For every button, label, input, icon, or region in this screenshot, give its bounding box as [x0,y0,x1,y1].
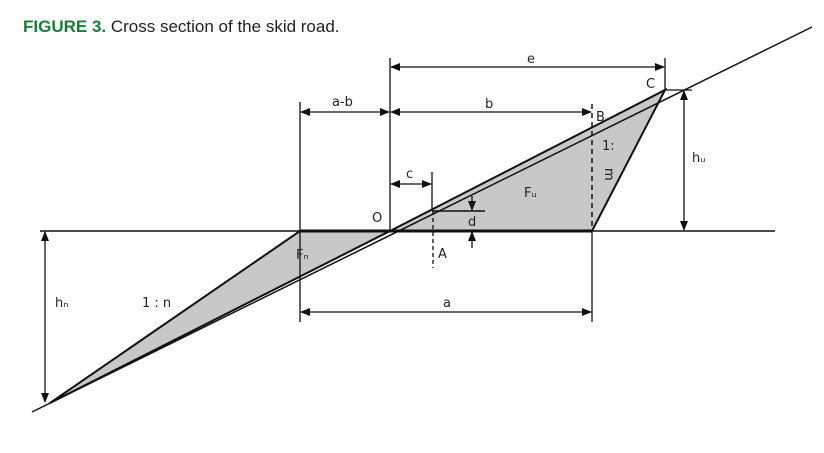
label-slope-n: 1 : n [142,296,171,311]
label-d: d [468,215,476,230]
label-a-minus-b: a-b [332,95,353,110]
figure-label: FIGURE 3. [23,17,107,36]
figure-title: Cross section of the skid road. [110,17,340,36]
label-c-point: C [646,77,655,92]
label-fu: Fᵤ [524,186,537,201]
label-b: b [485,97,493,112]
label-c: c [406,167,413,182]
terrain-line [31,26,813,413]
label-o: O [372,211,382,226]
label-e: e [527,52,535,67]
label-hu: hᵤ [692,151,706,166]
label-b-point: B [596,110,605,125]
figure-caption: FIGURE 3. Cross section of the skid road… [23,17,340,37]
label-a: a [443,296,451,311]
label-slope-m-1: 1: [602,139,615,154]
label-slope-m-2: m [601,168,616,181]
cut-area-fu [389,87,668,232]
label-hn: hₙ [55,296,68,311]
label-point-a: A [438,247,447,262]
label-fn: Fₙ [296,248,309,263]
